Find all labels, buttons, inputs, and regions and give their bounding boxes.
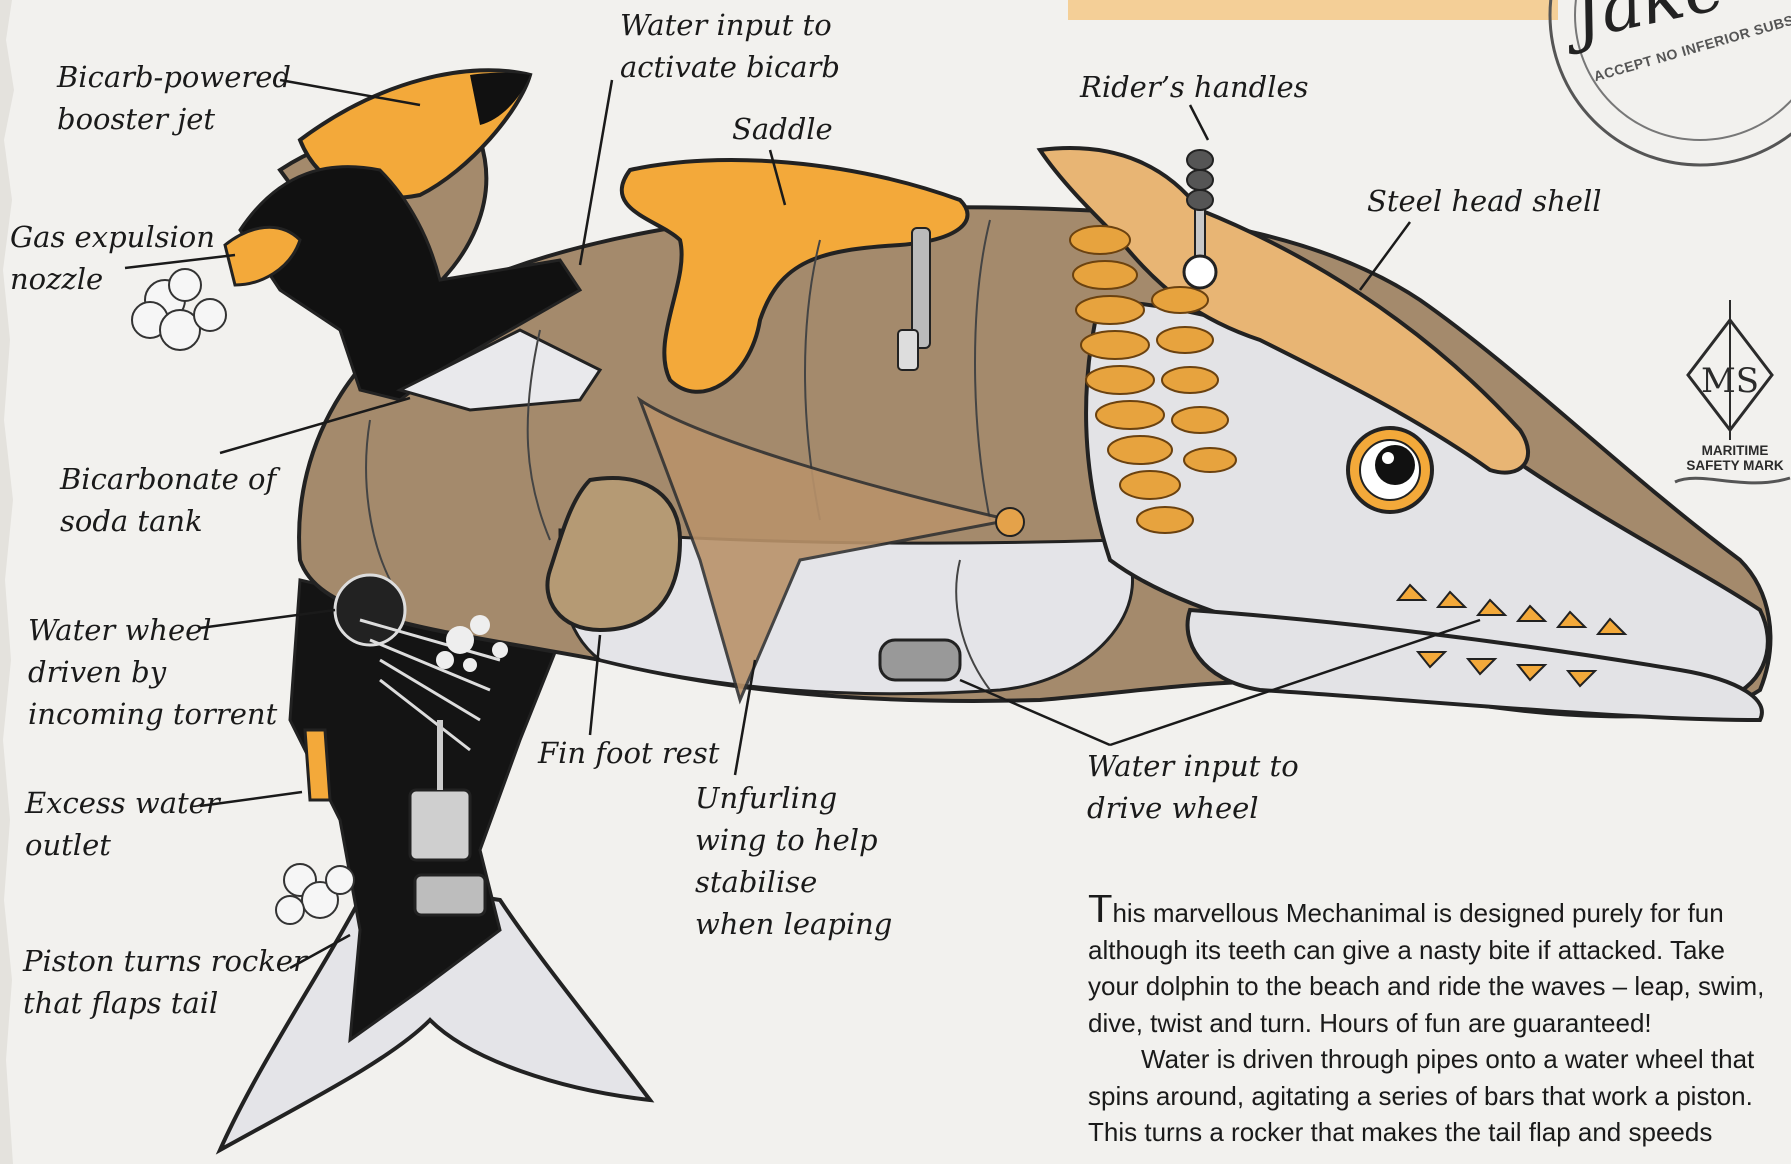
paragraph-2-first-line: Water is driven through pipes onto a wat… bbox=[1088, 1041, 1791, 1078]
drop-cap: T bbox=[1088, 895, 1112, 931]
drive-wheel-housing bbox=[880, 640, 960, 680]
label-piston: Piston turns rocker that flaps tail bbox=[23, 940, 307, 1024]
top-banner-strip bbox=[1068, 0, 1558, 20]
label-water-input-bicarb: Water input to activate bicarb bbox=[620, 4, 840, 88]
label-bicarb-booster-jet: Bicarb-powered booster jet bbox=[57, 56, 291, 140]
excess-water-cloud bbox=[276, 864, 354, 924]
paragraph-1-first-line: This marvellous Mechanimal is designed p… bbox=[1088, 895, 1791, 932]
label-excess-water-outlet: Excess water outlet bbox=[25, 782, 220, 866]
label-steel-head-shell: Steel head shell bbox=[1367, 180, 1602, 222]
label-gas-expulsion-nozzle: Gas expulsion nozzle bbox=[10, 216, 215, 300]
label-bicarbonate-tank: Bicarbonate of soda tank bbox=[60, 458, 276, 542]
label-fin-foot-rest: Fin foot rest bbox=[538, 732, 719, 774]
excess-water-outlet bbox=[305, 730, 330, 800]
label-saddle: Saddle bbox=[732, 108, 833, 150]
description-text: This marvellous Mechanimal is designed p… bbox=[1088, 895, 1791, 1151]
label-riders-handles: Rider’s handles bbox=[1080, 66, 1309, 108]
torn-paper-edge bbox=[0, 0, 14, 1164]
label-water-input-wheel: Water input to drive wheel bbox=[1087, 745, 1299, 829]
label-water-wheel: Water wheel driven by incoming torrent bbox=[28, 609, 277, 735]
label-unfurling-wing: Unfurling wing to help stabilise when le… bbox=[695, 777, 892, 945]
maritime-safety-mark-caption: MARITIME SAFETY MARK bbox=[1670, 443, 1791, 473]
svg-text:MS: MS bbox=[1701, 361, 1759, 401]
